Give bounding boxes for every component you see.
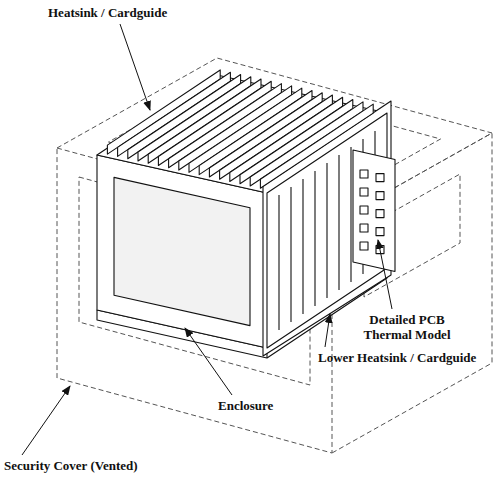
connector <box>360 170 368 178</box>
connector <box>360 224 368 232</box>
part-label: Security Cover (Vented) <box>4 458 138 473</box>
part-label: Detailed PCB Thermal Model <box>352 312 462 342</box>
fin <box>250 102 363 186</box>
security-cover <box>57 58 492 453</box>
connector <box>376 228 384 236</box>
heatsink-fins <box>107 70 373 188</box>
card-slot <box>302 179 303 314</box>
connector <box>360 188 368 196</box>
card-slot <box>278 195 279 330</box>
connector <box>376 174 384 182</box>
leader-line <box>185 328 232 395</box>
side-panel <box>114 177 250 325</box>
leaders <box>22 24 392 455</box>
card-slot <box>350 147 351 282</box>
connector <box>376 192 384 200</box>
leader-line <box>22 386 70 455</box>
card-slot <box>290 187 291 322</box>
leader-line <box>378 240 392 309</box>
leader-line <box>120 24 150 110</box>
pcb-card <box>353 150 395 272</box>
part-label: Enclosure <box>218 398 273 413</box>
cover-side <box>57 148 332 453</box>
part-label: Lower Heatsink / Cardguide <box>318 350 476 365</box>
connector <box>360 242 368 250</box>
card-slot <box>326 163 327 298</box>
part-label: Heatsink / Cardguide <box>48 5 167 20</box>
connector <box>376 210 384 218</box>
card-slot <box>314 171 315 306</box>
card-connectors <box>360 170 384 254</box>
leader-line <box>325 314 330 347</box>
enclosure <box>97 70 395 358</box>
card-slot <box>338 155 339 290</box>
fin <box>240 100 353 184</box>
connector <box>360 206 368 214</box>
